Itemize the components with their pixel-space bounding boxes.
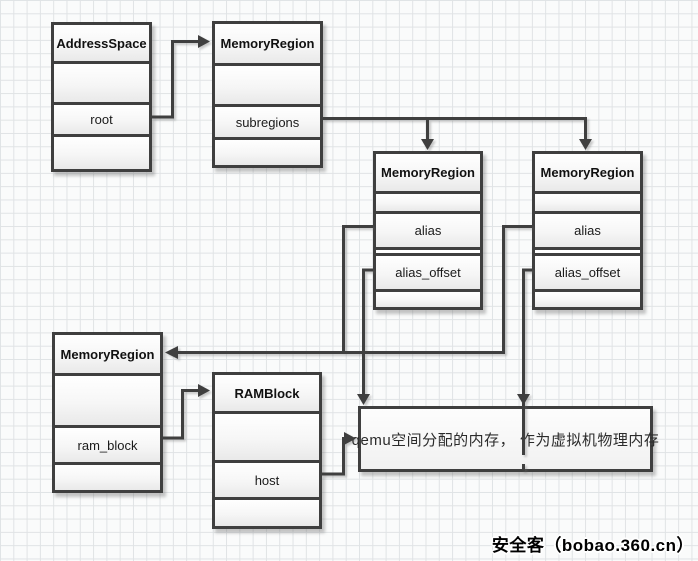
empty-compartment	[55, 373, 160, 425]
note-box: qemu空间分配的内存， 作为虚拟机物理内存	[352, 406, 659, 472]
field-alias-offset: alias_offset	[535, 256, 640, 289]
field-subregions: subregions	[215, 104, 320, 137]
field-host: host	[215, 460, 319, 497]
arrow-ram-block-to-ramblock	[163, 384, 210, 440]
memory-region-root-title: MemoryRegion	[215, 24, 320, 63]
ramblock-box: RAMBlock host	[212, 372, 322, 529]
watermark: 安全客（bobao.360.cn）	[491, 536, 694, 555]
memory-region-alias-left-box: MemoryRegion alias alias_offset	[373, 151, 483, 310]
empty-compartment	[376, 191, 480, 211]
field-root: root	[54, 102, 149, 134]
empty-compartment	[535, 191, 640, 211]
memory-region-ram-title: MemoryRegion	[55, 335, 160, 373]
field-ram-block: ram_block	[55, 425, 160, 462]
arrow-subregions-to-alias-regions	[323, 117, 592, 150]
compartment-divider	[535, 247, 640, 256]
memory-region-ram-box: MemoryRegion ram_block	[52, 332, 163, 493]
arrow-alias-offset-left-to-note	[357, 268, 373, 405]
empty-compartment	[55, 462, 160, 490]
memory-region-alias-right-box: MemoryRegion alias alias_offset	[532, 151, 643, 310]
arrow-root-to-memoryregion	[152, 35, 210, 119]
field-alias: alias	[376, 211, 480, 247]
empty-compartment	[215, 497, 319, 526]
ramblock-title: RAMBlock	[215, 375, 319, 411]
field-alias-offset: alias_offset	[376, 256, 480, 289]
compartment-divider	[376, 247, 480, 256]
field-alias: alias	[535, 211, 640, 247]
memory-region-alias-right-title: MemoryRegion	[535, 154, 640, 191]
empty-compartment	[215, 137, 320, 165]
address-space-title: AddressSpace	[54, 25, 149, 61]
address-space-box: AddressSpace root	[51, 22, 152, 172]
empty-compartment	[54, 134, 149, 169]
empty-compartment	[54, 61, 149, 102]
memory-region-root-box: MemoryRegion subregions	[212, 21, 323, 168]
memory-region-alias-left-title: MemoryRegion	[376, 154, 480, 191]
empty-compartment	[376, 289, 480, 307]
empty-compartment	[215, 411, 319, 460]
note-text: qemu空间分配的内存， 作为虚拟机物理内存	[351, 431, 660, 449]
empty-compartment	[215, 63, 320, 104]
empty-compartment	[535, 289, 640, 307]
